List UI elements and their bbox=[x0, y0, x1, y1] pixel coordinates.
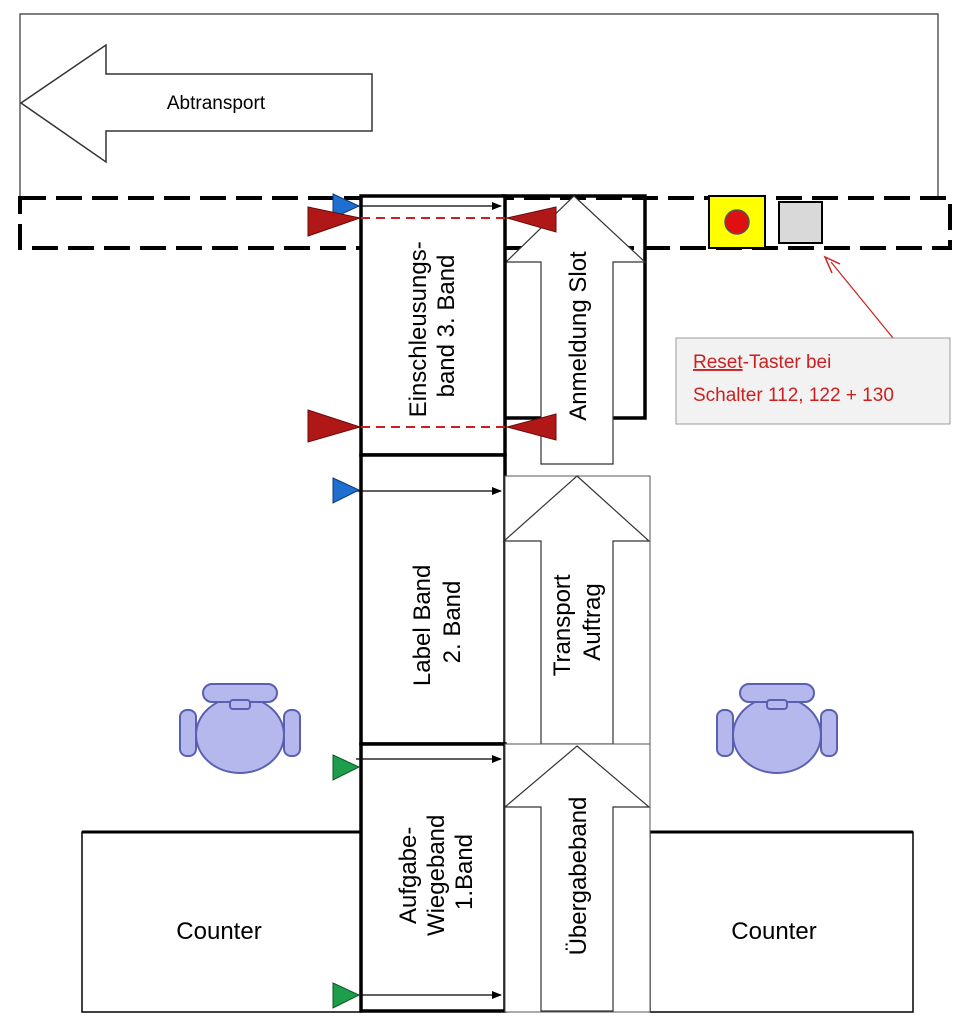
sensor-red-right-top-icon bbox=[506, 206, 557, 233]
abtransport-area-outline bbox=[19, 13, 939, 196]
sensor-red-left-bottom-icon bbox=[307, 409, 362, 443]
aufgabe-wiegeband-label: Aufgabe- Wiegeband 1.Band bbox=[395, 808, 478, 936]
callout-box bbox=[675, 337, 951, 425]
counter-right-label: Counter bbox=[731, 918, 816, 945]
anmeldung-slot-arrow bbox=[504, 195, 647, 465]
transport-label-line2: Auftrag bbox=[579, 583, 606, 660]
label-band-label: Label Band 2. Band bbox=[409, 558, 466, 686]
einschleusungsband-label: Einschleusungs- band 3. Band bbox=[405, 235, 460, 418]
sensor-red-right-bottom-icon bbox=[505, 413, 557, 441]
sensor-blue-top-icon bbox=[332, 193, 361, 219]
sensor-blue-middle-icon bbox=[332, 477, 361, 504]
callout-line1-rest: -Taster bei bbox=[743, 352, 832, 373]
callout-line1: Reset-Taster bei bbox=[693, 352, 831, 373]
einschleusung-label-line2: band 3. Band bbox=[433, 255, 460, 398]
callout-reset-word: Reset bbox=[693, 352, 743, 373]
red-reset-button-icon bbox=[724, 209, 750, 235]
einschleusung-label-line1: Einschleusungs- bbox=[405, 241, 432, 417]
sensor-green-top-icon bbox=[332, 754, 361, 781]
sensor-green-bottom-icon bbox=[332, 982, 361, 1009]
office-chair-right-icon bbox=[716, 683, 838, 774]
office-chair-left-icon bbox=[179, 683, 301, 774]
callout-leader-line bbox=[830, 261, 894, 339]
grey-switch-icon bbox=[778, 201, 823, 244]
transport-auftrag-label: Transport Auftrag bbox=[549, 568, 606, 676]
counter-left bbox=[81, 831, 362, 1013]
abtransport-label: Abtransport bbox=[167, 93, 266, 114]
main-belt-dashed-outline bbox=[18, 196, 952, 250]
uebergabeband-label: Übergabeband bbox=[565, 797, 592, 956]
aufgabe-label-line3: 1.Band bbox=[451, 834, 478, 910]
einschleusungsband-box bbox=[359, 194, 507, 457]
counter-left-label: Counter bbox=[176, 918, 261, 945]
aufgabe-wiegeband-box bbox=[359, 742, 507, 1013]
label-band-line1: Label Band bbox=[409, 565, 436, 686]
callout-leader-arrowhead bbox=[823, 255, 841, 274]
sensor-red-left-top-icon bbox=[307, 206, 362, 237]
aufgabe-label-line1: Aufgabe- bbox=[395, 827, 422, 924]
aufgabe-label-line2: Wiegeband bbox=[423, 815, 450, 936]
anmeldung-slot-label: Anmeldung Slot bbox=[565, 251, 592, 421]
abtransport-arrow bbox=[19, 43, 373, 164]
label-band-line2: 2. Band bbox=[439, 581, 466, 664]
transport-label-line1: Transport bbox=[549, 574, 576, 676]
uebergabeband-arrow bbox=[503, 745, 651, 1012]
callout-line2: Schalter 112, 122 + 130 bbox=[693, 385, 894, 406]
